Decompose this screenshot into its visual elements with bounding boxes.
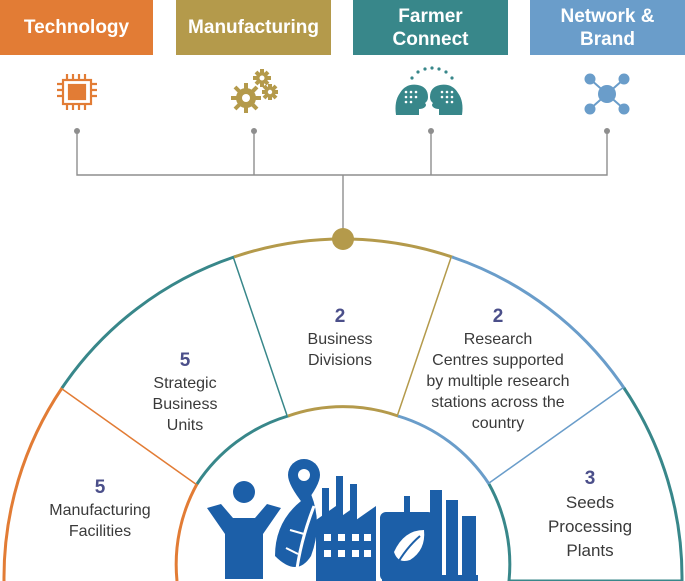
- segment-units: 5 Strategic Business Units: [125, 349, 245, 436]
- connector-lines: [76, 131, 608, 238]
- segment-research: 2 Research Centres supported by multiple…: [408, 305, 588, 434]
- segment-facilities-outline: [2, 385, 199, 581]
- person-icon: [207, 481, 281, 579]
- segment-divisions: 2 Business Divisions: [285, 305, 395, 371]
- leaf-icon: [275, 494, 317, 577]
- processing-plant-icon: [380, 490, 478, 581]
- pillar-technology-label: Technology: [23, 17, 130, 38]
- pillar-network-brand-label: Network & Brand: [560, 5, 655, 50]
- research-count: 2: [492, 306, 504, 327]
- location-pin-icon: [288, 459, 320, 505]
- factory-icon: [316, 476, 376, 581]
- segment-units-outline: [60, 255, 290, 485]
- segment-plants-outline: [487, 387, 684, 581]
- plants-count: 3: [584, 468, 596, 489]
- heads-icon: [395, 66, 463, 115]
- pillar-farmer-connect-label: Farmer Connect: [392, 5, 469, 50]
- segment-facilities: 5 Manufacturing Facilities: [30, 476, 170, 542]
- pillar-farmer-connect: Farmer Connect: [353, 0, 508, 55]
- units-count: 5: [179, 350, 191, 371]
- plants-label: Seeds Processing Plants: [547, 493, 633, 560]
- chip-icon: [57, 74, 97, 110]
- segment-plants: 3 Seeds Processing Plants: [530, 467, 650, 563]
- pillar-manufacturing: Manufacturing: [176, 0, 331, 55]
- facilities-count: 5: [94, 477, 106, 498]
- research-label: Research Centres supported by multiple r…: [426, 331, 570, 432]
- network-icon: [584, 73, 630, 115]
- segment-divisions-outline: [233, 237, 454, 418]
- units-label: Strategic Business Units: [152, 375, 218, 434]
- segment-research-outline: [397, 255, 627, 487]
- pillar-manufacturing-label: Manufacturing: [188, 17, 319, 38]
- divisions-count: 2: [334, 306, 346, 327]
- pillar-technology: Technology: [0, 0, 153, 55]
- pillar-network-brand: Network & Brand: [530, 0, 685, 55]
- connector-dots: [74, 128, 610, 134]
- facilities-label: Manufacturing Facilities: [49, 502, 151, 540]
- top-hub-dot: [332, 228, 354, 250]
- divisions-label: Business Divisions: [307, 331, 373, 369]
- gears-icon: [231, 69, 278, 113]
